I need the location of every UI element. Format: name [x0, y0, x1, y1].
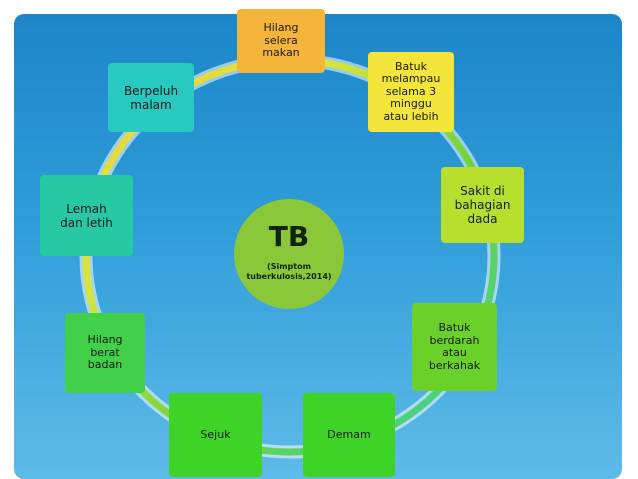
- center-title: TB: [268, 220, 310, 253]
- node-sejuk: Sejuk: [169, 393, 262, 477]
- center-subtitle: (Simptom tuberkulosis,2014): [246, 262, 332, 281]
- node-sakit-dada: Sakit di bahagian dada: [441, 167, 524, 243]
- node-demam: Demam: [303, 393, 395, 477]
- node-batuk-melampau: Batuk melampau selama 3 minggu atau lebi…: [368, 52, 454, 132]
- node-lemah-dan-letih: Lemah dan letih: [40, 175, 133, 256]
- node-hilang-berat-badan: Hilang berat badan: [65, 313, 145, 393]
- node-hilang-selera-makan: Hilang selera makan: [237, 9, 325, 73]
- center-circle: TB (Simptom tuberkulosis,2014): [234, 199, 344, 309]
- node-berpeluh-malam: Berpeluh malam: [108, 63, 194, 132]
- node-batuk-berdarah: Batuk berdarah atau berkahak: [412, 303, 497, 391]
